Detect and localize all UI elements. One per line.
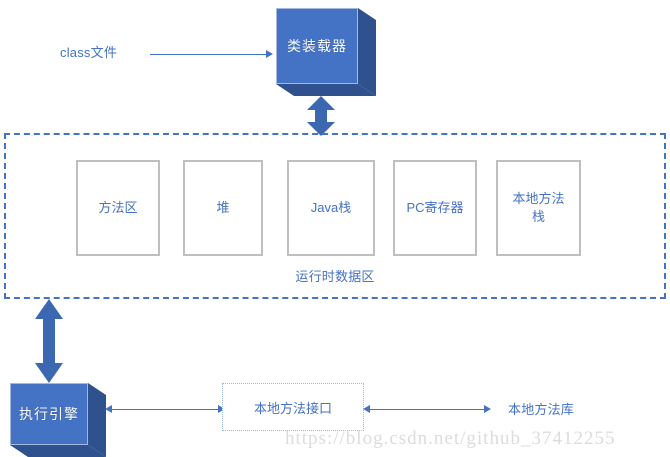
memory-cell-label: PC寄存器: [406, 200, 464, 216]
engine-to-native-interface-arrow: [105, 405, 225, 414]
class-loader-label: 类装载器: [287, 38, 347, 54]
native-interface-to-library-arrow: [363, 405, 492, 414]
memory-cell-label: Java栈: [310, 200, 352, 216]
loader-runtime-double-arrow: [306, 96, 336, 136]
class-file-to-loader-arrow: [150, 50, 274, 59]
memory-cell-java-stack: Java栈: [287, 160, 375, 256]
memory-cell-pc-register: PC寄存器: [393, 160, 477, 256]
class-loader-box: 类装载器: [276, 8, 376, 96]
class-loader-front-face: 类装载器: [276, 8, 358, 84]
runtime-engine-double-arrow: [34, 299, 64, 383]
watermark-text: https://blog.csdn.net/github_37412255: [285, 428, 616, 449]
execution-engine-label: 执行引擎: [19, 406, 79, 422]
memory-cell-label: 本地方法栈: [512, 191, 565, 224]
execution-engine-box: 执行引擎: [10, 383, 108, 457]
native-interface-box: 本地方法接口: [222, 383, 364, 431]
memory-cell-label: 方法区: [98, 200, 138, 216]
runtime-data-area-label: 运行时数据区: [295, 269, 375, 284]
runtime-data-area: 方法区 堆 Java栈 PC寄存器 本地方法栈 运行时数据区: [4, 133, 666, 299]
native-interface-label: 本地方法接口: [253, 400, 332, 416]
execution-engine-front-face: 执行引擎: [10, 383, 88, 445]
memory-cell-heap: 堆: [183, 160, 263, 256]
memory-cell-native-method-stack: 本地方法栈: [496, 160, 581, 256]
native-library-label: 本地方法库: [508, 402, 575, 417]
memory-cell-label: 堆: [216, 200, 230, 216]
class-file-label: class文件: [60, 45, 118, 60]
memory-cell-method-area: 方法区: [76, 160, 160, 256]
